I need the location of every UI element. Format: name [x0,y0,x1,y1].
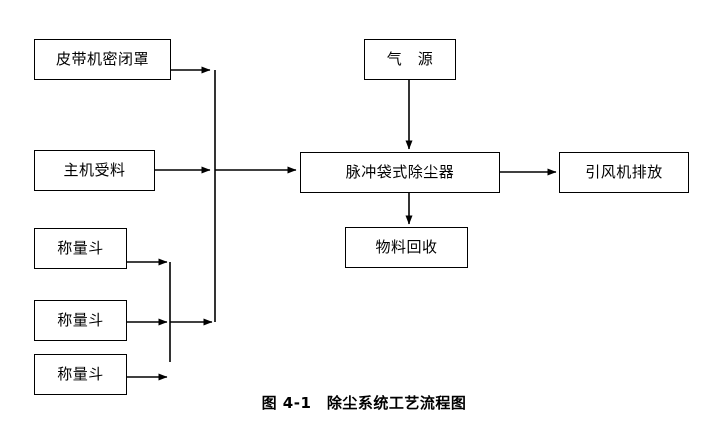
node-material-recovery: 物料回收 [345,227,468,268]
figure-caption: 图 4-1 除尘系统工艺流程图 [261,394,467,412]
node-induced-draft-fan-discharge: 引风机排放 [559,152,689,193]
node-main-machine-feed: 主机受料 [34,150,155,191]
node-weighing-hopper-1: 称量斗 [34,228,127,269]
node-belt-conveyor-hood: 皮带机密闭罩 [34,39,171,80]
node-air-source: 气 源 [364,39,456,80]
node-weighing-hopper-3: 称量斗 [34,354,127,395]
node-pulse-bag-dust-collector: 脉冲袋式除尘器 [300,152,500,193]
node-weighing-hopper-2: 称量斗 [34,300,127,341]
